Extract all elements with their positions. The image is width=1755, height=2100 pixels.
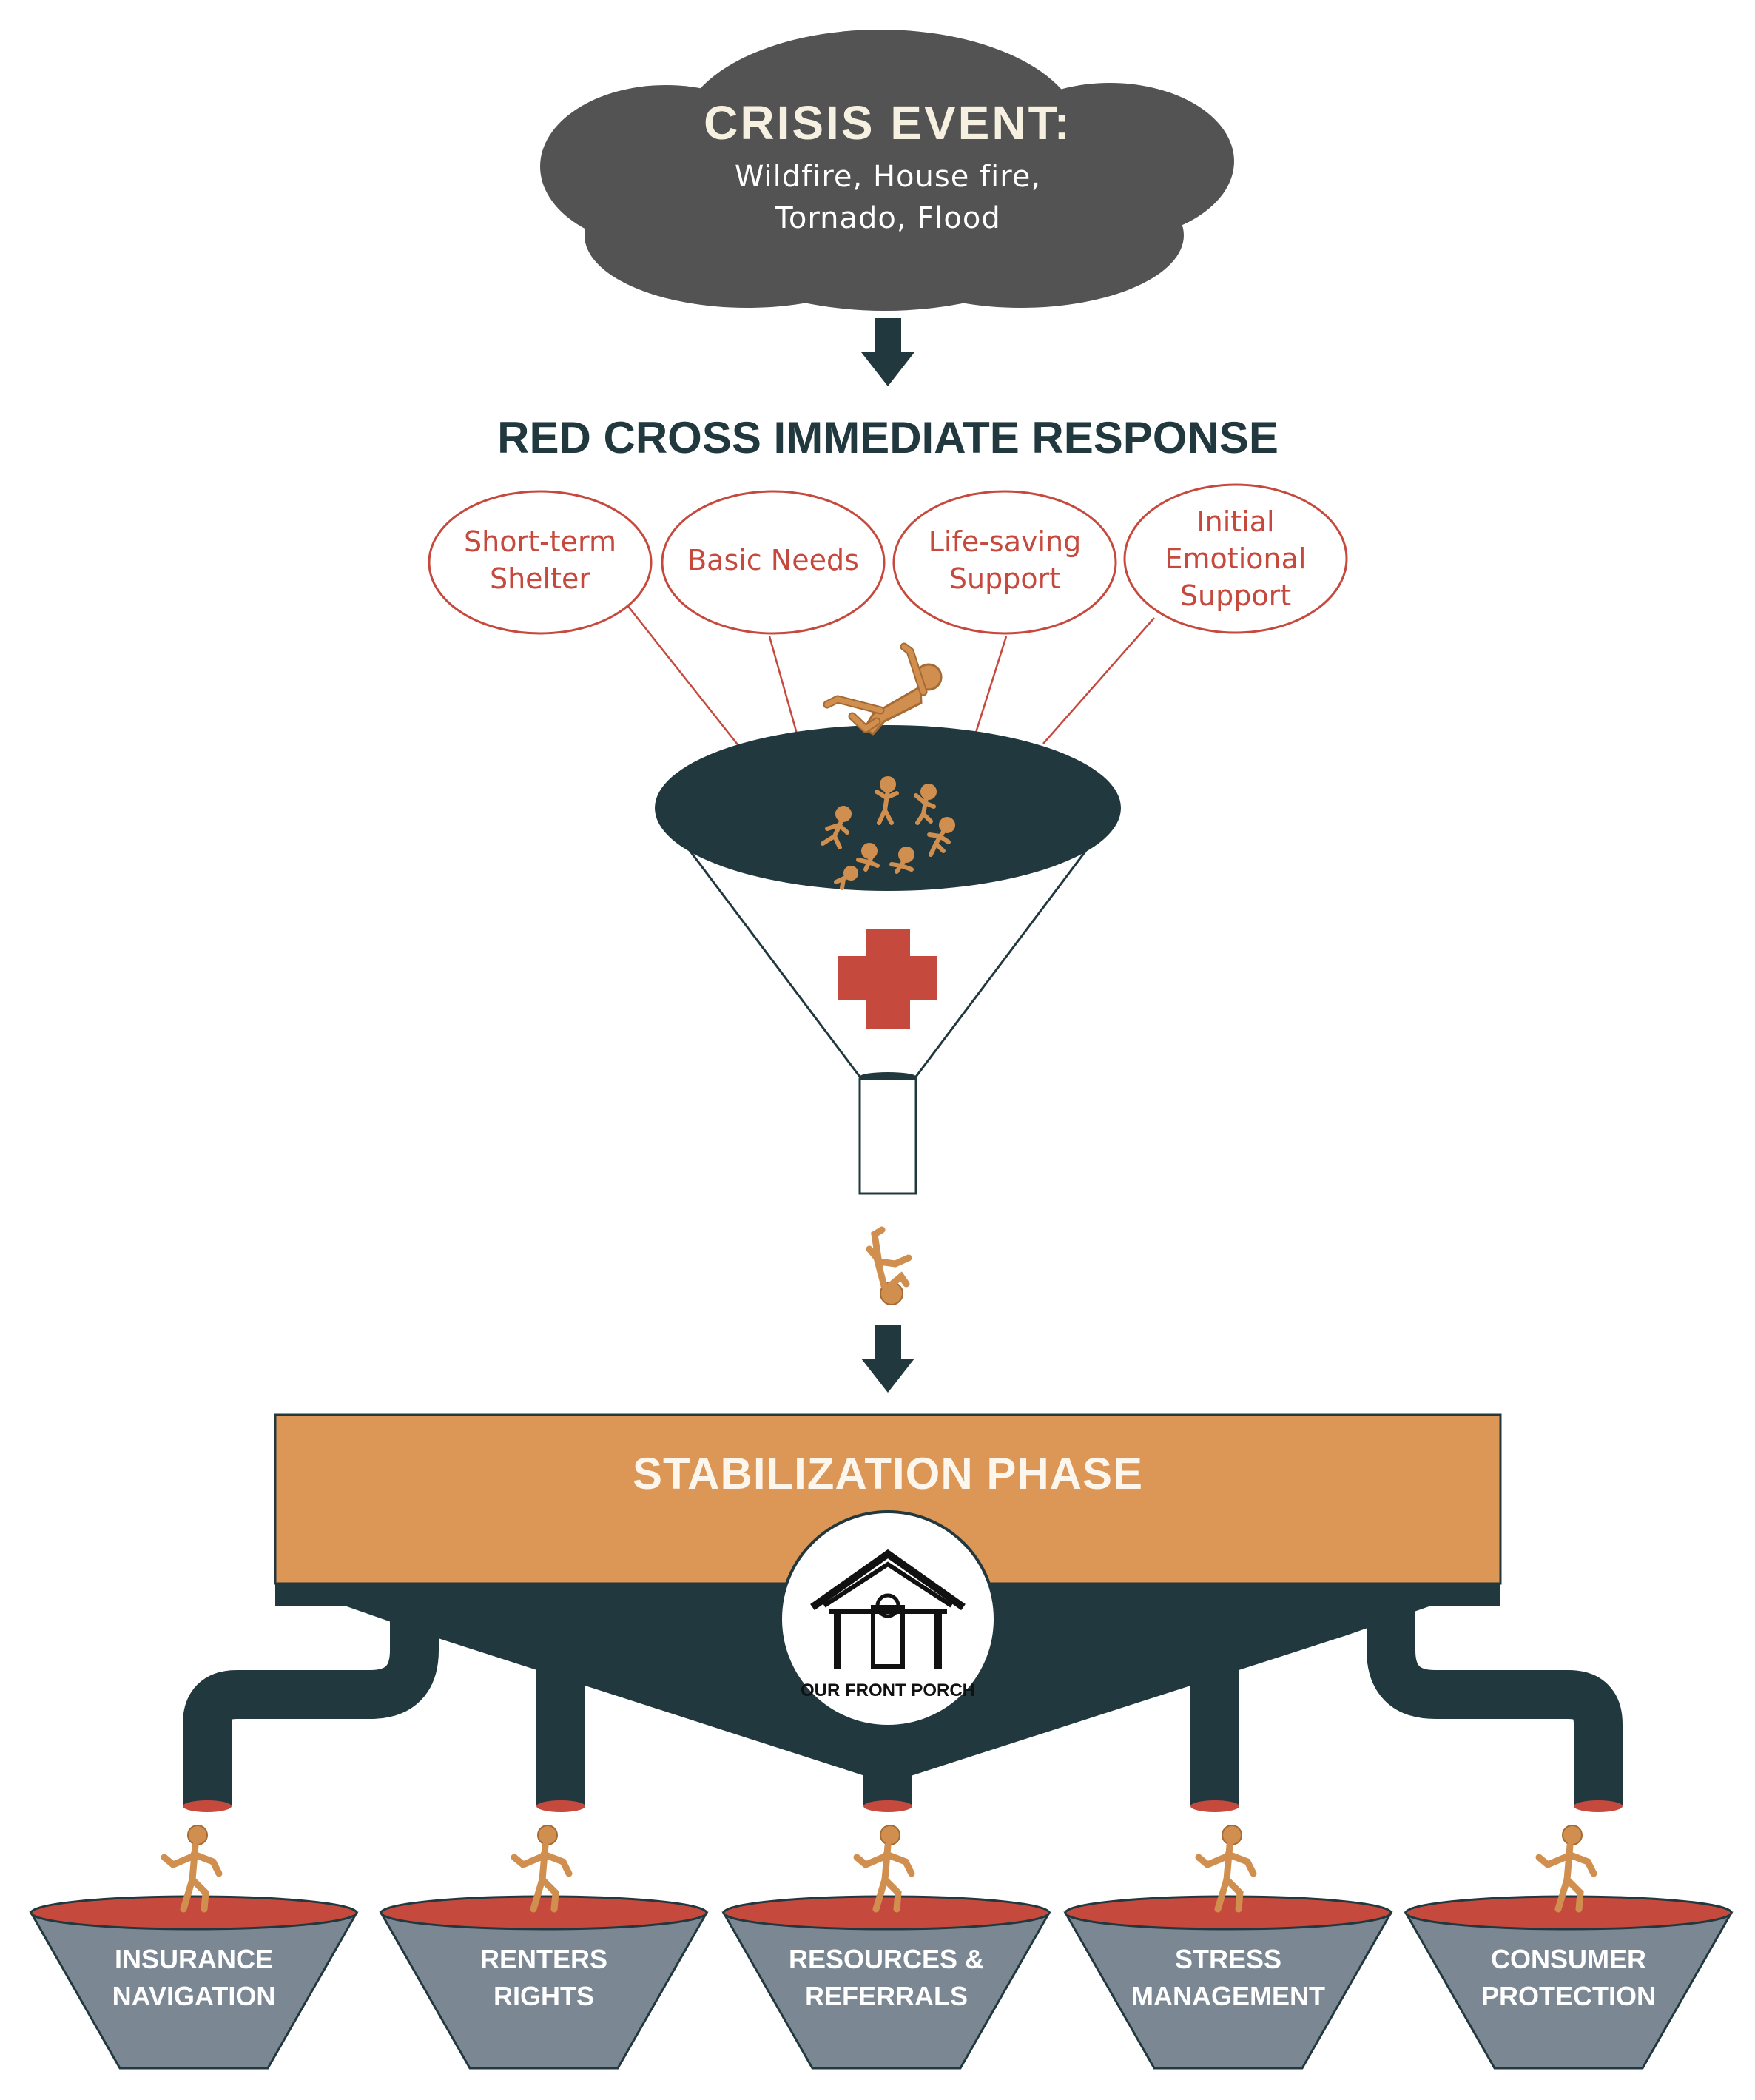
outcome-label: CONSUMER (1491, 1944, 1646, 1974)
crisis-cloud: CRISIS EVENT: Wildfire, House fire, Torn… (540, 30, 1234, 311)
standing-person-icon (853, 1825, 915, 1913)
bubble-basic-needs: Basic Needs (661, 490, 886, 635)
outcome-label: RESOURCES & (789, 1944, 984, 1974)
down-arrow-icon (861, 1325, 914, 1393)
red-cross-funnel (655, 725, 1121, 1195)
bubble-label: Support (949, 562, 1060, 595)
bubble-label: Short-term (464, 525, 616, 558)
outcome-funnel-stress-management: STRESS MANAGEMENT (1063, 1825, 1393, 2070)
funnel-mouth (655, 725, 1121, 891)
outcome-funnels: INSURANCE NAVIGATION RENTERS RIGHTS RESOURCE… (29, 1825, 1734, 2070)
outcome-label: RENTERS (480, 1944, 607, 1974)
response-heading: RED CROSS IMMEDIATE RESPONSE (497, 413, 1279, 462)
outcome-funnel-renters-rights: RENTERS RIGHTS (379, 1825, 709, 2070)
bubble-label: Life-saving (929, 525, 1082, 558)
crisis-line-2: Tornado, Flood (774, 201, 1000, 235)
our-front-porch-logo: OUR FRONT PORCH (779, 1510, 997, 1728)
outcome-label: NAVIGATION (112, 1981, 276, 2011)
bubble-label: Shelter (490, 562, 590, 595)
stabilization-title: STABILIZATION PHASE (633, 1449, 1143, 1498)
down-arrow-icon (861, 318, 914, 386)
outcome-label: INSURANCE (115, 1944, 273, 1974)
red-cross-icon (838, 929, 937, 1029)
bubble-label: Support (1180, 579, 1291, 612)
outcome-label: REFERRALS (805, 1981, 968, 2011)
outcome-label: MANAGEMENT (1131, 1981, 1325, 2011)
bubble-label: Initial (1196, 505, 1274, 538)
standing-person-icon (161, 1825, 223, 1913)
house-porch-icon (810, 1549, 966, 1669)
standing-person-icon (1195, 1825, 1257, 1913)
outcome-funnel-resources-referrals: RESOURCES & REFERRALS (721, 1825, 1051, 2070)
bubble-label: Basic Needs (687, 544, 859, 576)
bubble-short-term-shelter: Short-term Shelter (428, 490, 653, 635)
outcome-label: RIGHTS (494, 1981, 594, 2011)
small-people-group (821, 776, 955, 890)
standing-person-icon (511, 1825, 573, 1913)
standing-person-icon (1535, 1825, 1597, 1913)
crisis-line-1: Wildfire, House fire, (735, 160, 1041, 194)
falling-person-icon (866, 1226, 912, 1305)
logo-text: OUR FRONT PORCH (801, 1680, 975, 1700)
outcome-funnel-consumer-protection: CONSUMER PROTECTION (1404, 1825, 1734, 2070)
outcome-label: PROTECTION (1481, 1981, 1656, 2011)
bubble-label: Emotional (1165, 542, 1307, 575)
outcome-funnel-insurance-navigation: INSURANCE NAVIGATION (29, 1825, 359, 2070)
outcome-label: STRESS (1175, 1944, 1281, 1974)
bubble-initial-emotional-support: Initial Emotional Support (1123, 483, 1348, 634)
falling-person-icon (823, 642, 943, 736)
bubble-life-saving-support: Life-saving Support (892, 490, 1117, 635)
crisis-title: CRISIS EVENT: (704, 96, 1072, 149)
bubble-connectors (621, 597, 1155, 748)
